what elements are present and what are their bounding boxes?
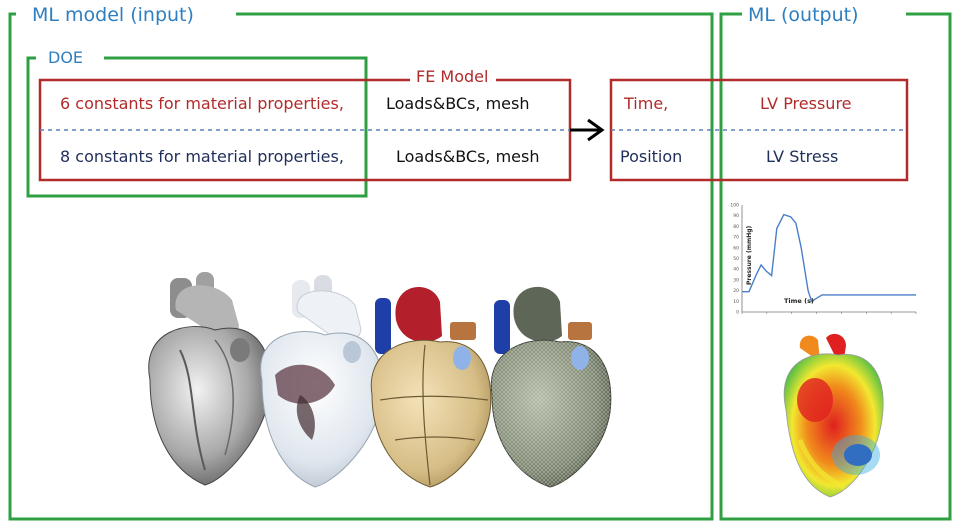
- chart-axes: [741, 205, 916, 313]
- doe-frame: [26, 56, 368, 198]
- output-row1-left: Time,: [624, 94, 669, 113]
- chart-ytick-label: 0: [736, 310, 739, 316]
- fe-row1-constants: 6 constants for material properties,: [60, 94, 344, 113]
- output-panel-frame: [719, 12, 952, 521]
- input-panel-frame: [8, 12, 714, 521]
- heart-anatomy-image: [148, 272, 272, 486]
- chart-ytick-label: 40: [733, 267, 739, 273]
- chart-ytick-label: 100: [730, 203, 739, 209]
- output-row2-right: LV Stress: [766, 147, 839, 166]
- fe-row1-loads: Loads&BCs, mesh: [386, 94, 530, 113]
- chart-ylabel: Pressure (mmHg): [746, 225, 753, 285]
- heart-mesh-image: [490, 286, 612, 488]
- chart-ytick-label: 20: [733, 288, 739, 294]
- chart-ytick-label: 60: [733, 245, 739, 251]
- output-panel-title: ML (output): [742, 6, 865, 25]
- chart-ytick-label: 70: [733, 235, 739, 241]
- lv-stress-image: [783, 333, 884, 498]
- input-panel-title: ML model (input): [26, 6, 200, 25]
- chart-ytick-label: 10: [733, 299, 739, 305]
- heart-transparent-image: [260, 275, 384, 488]
- output-box: [609, 78, 909, 182]
- fe-model-title: FE Model: [410, 69, 495, 85]
- chart-ytick-label: 90: [733, 213, 739, 219]
- chart-xlabel: Time (s): [784, 297, 814, 305]
- output-row1-right: LV Pressure: [760, 94, 852, 113]
- chart-ytick-label: 80: [733, 224, 739, 230]
- heart-geometry-image: [370, 287, 492, 488]
- fe-model-box: [38, 78, 572, 182]
- chart-series-line: [742, 213, 916, 303]
- chart-ytick-label: 50: [733, 256, 739, 262]
- flow-arrow: [570, 118, 605, 142]
- fe-row2-constants: 8 constants for material properties,: [60, 147, 344, 166]
- output-row2-left: Position: [620, 147, 683, 166]
- chart-ytick-label: 30: [733, 277, 739, 283]
- fe-row2-loads: Loads&BCs, mesh: [396, 147, 540, 166]
- doe-title: DOE: [42, 50, 90, 66]
